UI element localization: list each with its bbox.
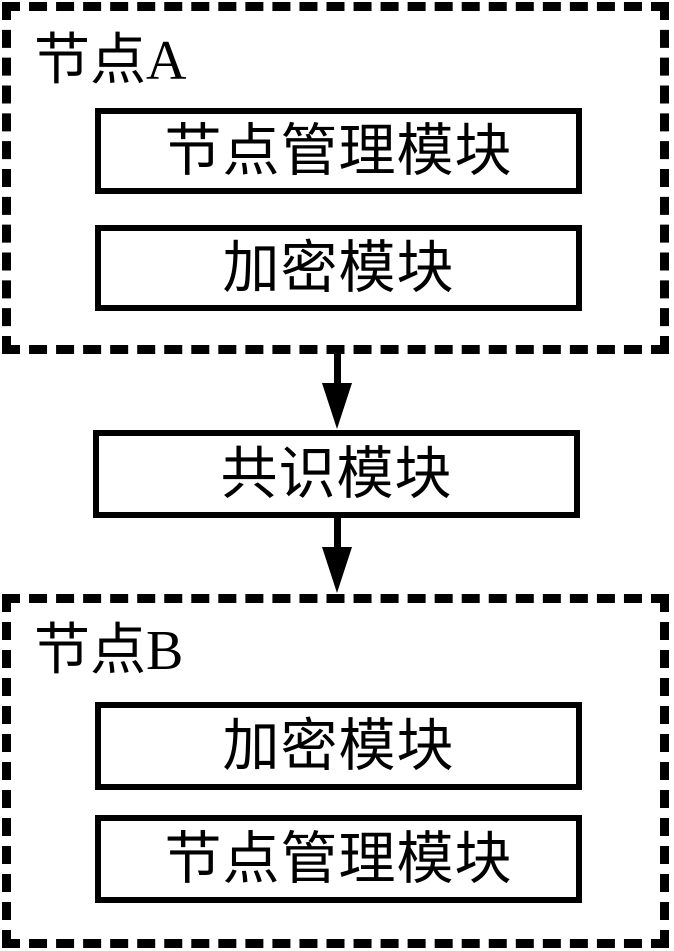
node-b-module-encryption-label: 加密模块 [222, 714, 455, 778]
arrow-down-stem [334, 352, 341, 386]
node-a-label: 节点A [34, 30, 187, 92]
consensus-module-label: 共识模块 [220, 442, 453, 506]
node-a-module-node-management: 节点管理模块 [95, 108, 582, 194]
node-b-label: 节点B [34, 620, 184, 682]
node-a-group-box: 节点A 节点管理模块 加密模块 [2, 2, 669, 354]
consensus-module-box: 共识模块 [93, 430, 580, 518]
node-b-group-box: 节点B 加密模块 节点管理模块 [2, 594, 669, 948]
arrow-down-head [322, 383, 352, 429]
node-b-module-encryption: 加密模块 [95, 702, 582, 790]
arrow-down-stem [334, 518, 341, 550]
node-b-module-node-management-label: 节点管理模块 [164, 827, 513, 891]
node-a-module-encryption-label: 加密模块 [222, 236, 455, 300]
node-a-module-encryption: 加密模块 [95, 225, 582, 311]
arrow-down-head [322, 547, 352, 593]
node-b-module-node-management: 节点管理模块 [95, 815, 582, 903]
node-a-module-node-management-label: 节点管理模块 [164, 119, 513, 183]
